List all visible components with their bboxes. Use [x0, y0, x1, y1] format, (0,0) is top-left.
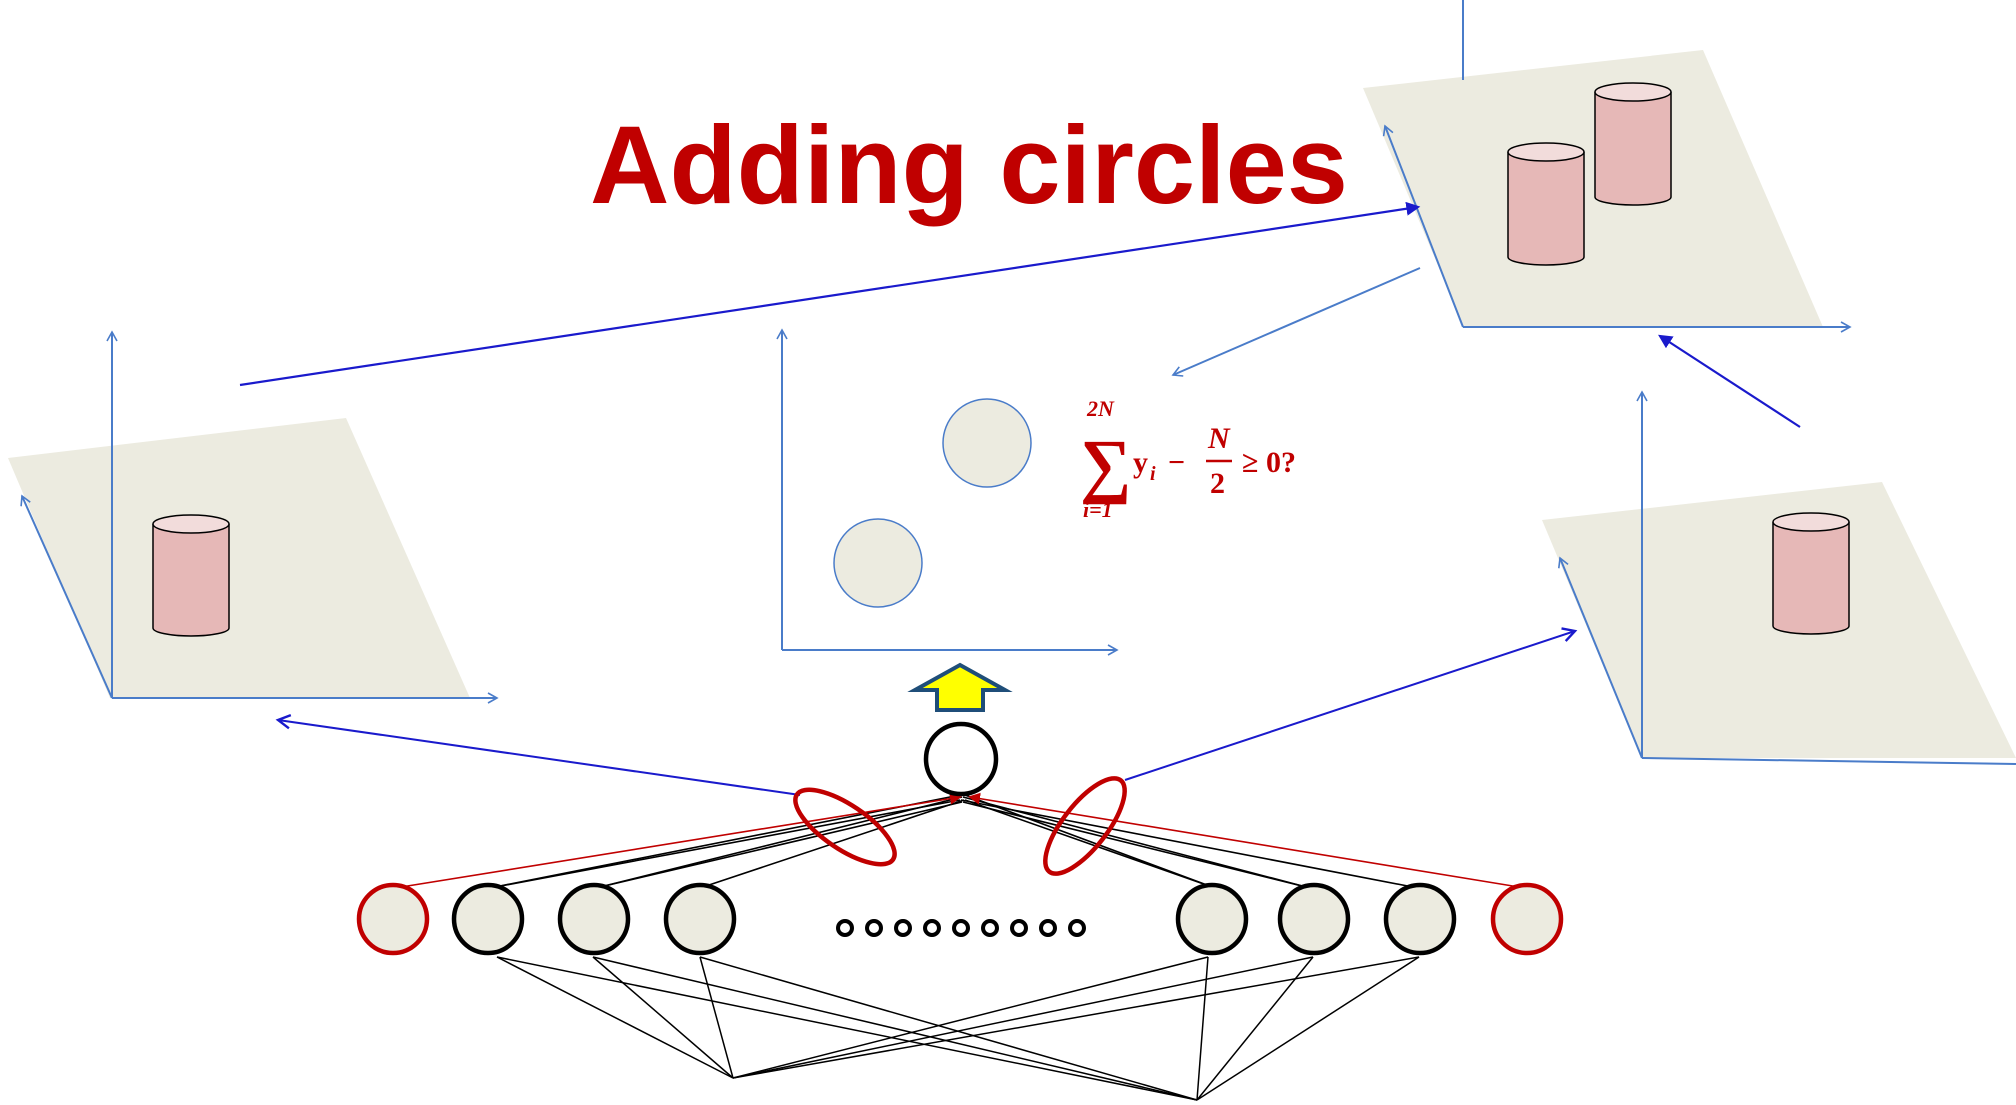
connector-right-to-top-right: [1658, 334, 1801, 428]
plane-surface: [1363, 50, 1823, 327]
input-neuron: [1277, 882, 1351, 956]
input-neuron-red-left: [356, 882, 430, 956]
slide-title: Adding circles: [590, 104, 1348, 227]
formula-relation: ≥ 0?: [1242, 446, 1296, 479]
plane-right: [1542, 390, 2016, 765]
plane-axis-x: [1641, 757, 2016, 765]
formula-sum-symbol: ∑: [1080, 425, 1131, 505]
highlight-ellipse-left: [793, 787, 897, 867]
neural-network: [356, 662, 1564, 1101]
formula-term-sub: i: [1150, 463, 1156, 485]
connector-network-to-right: [1124, 627, 1578, 781]
threshold-formula: 2N ∑ i=1 y i − N 2 ≥ 0?: [1080, 396, 1296, 522]
bottom-connections: [496, 956, 1420, 1101]
region-circle-upper: [942, 398, 1032, 488]
plane-axis-depth: [1557, 556, 1643, 759]
cylinder-front: [1507, 142, 1585, 266]
connector-top-right-to-center: [1171, 267, 1421, 377]
center-2d-plot: [776, 328, 1119, 656]
formula-term-y: y: [1133, 446, 1148, 479]
input-neuron: [1383, 882, 1457, 956]
plane-surface: [8, 418, 470, 698]
formula-sum-upper: 2N: [1086, 396, 1115, 421]
plane-axis-depth: [1382, 124, 1464, 328]
input-neuron: [557, 882, 631, 956]
upper-connections-black: [489, 794, 1419, 889]
plane-top-right: [1363, 0, 1852, 333]
formula-frac-num: N: [1207, 422, 1231, 455]
block-up-arrow-icon: [907, 662, 1013, 712]
region-circle-lower: [833, 518, 923, 608]
cylinder: [152, 514, 230, 637]
formula-sum-lower: i=1: [1083, 497, 1113, 522]
input-neurons: [356, 882, 1564, 956]
connector-network-to-left: [275, 713, 801, 796]
cylinder: [1772, 512, 1850, 635]
formula-minus: −: [1168, 446, 1185, 479]
input-neuron: [451, 882, 525, 956]
highlight-ellipse-right: [1043, 776, 1127, 876]
cylinder-back: [1594, 82, 1672, 206]
input-neuron: [663, 882, 737, 956]
input-neuron-red-right: [1490, 882, 1564, 956]
connector-left-to-top-right: [239, 201, 1421, 387]
input-neuron: [1175, 882, 1249, 956]
output-neuron: [923, 721, 999, 797]
neuron-ellipsis-icon: [836, 919, 1086, 937]
formula-frac-den: 2: [1210, 467, 1225, 500]
plane-left: [8, 330, 499, 704]
plane-axis-depth: [20, 494, 113, 699]
plane-connectors: [239, 201, 1801, 796]
